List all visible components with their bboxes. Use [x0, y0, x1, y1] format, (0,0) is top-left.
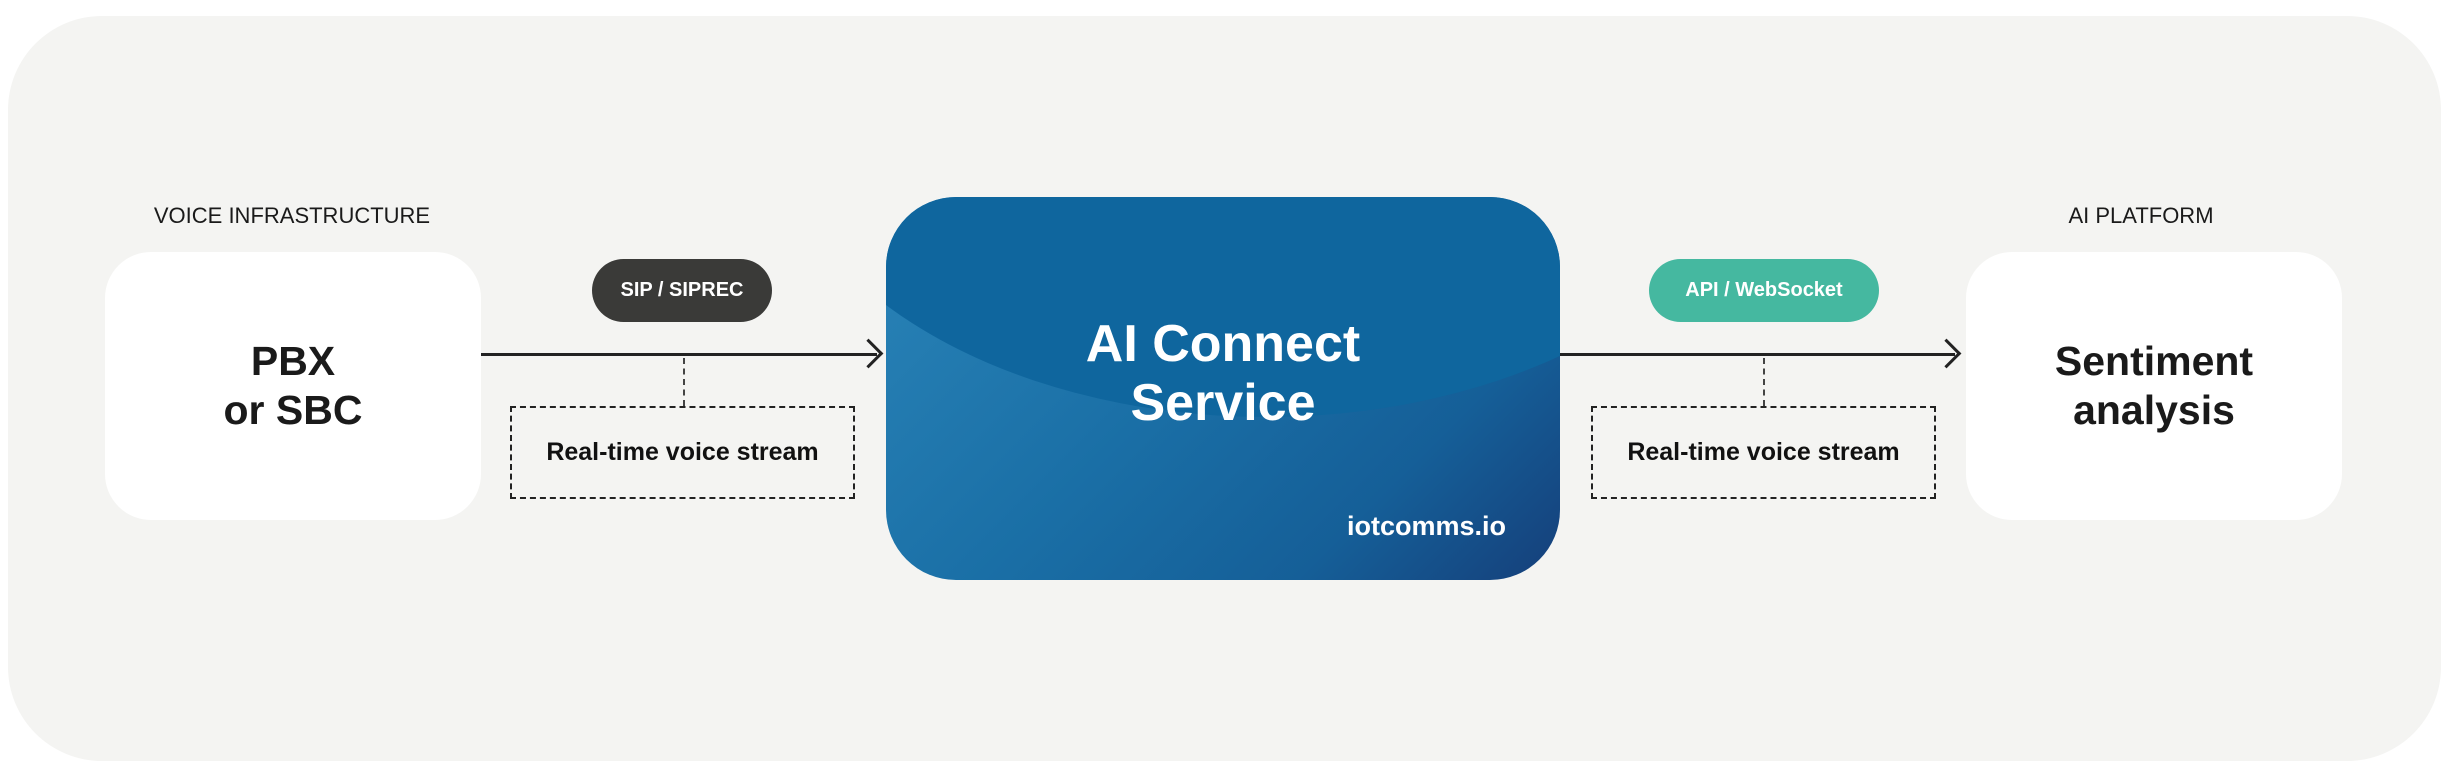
- center-title-line-1: AI Connect: [1085, 315, 1361, 373]
- center-title-line-2: Service: [1130, 373, 1316, 432]
- node-line-2: or SBC: [223, 387, 363, 433]
- node-line-1: Sentiment: [2054, 337, 2254, 384]
- voice-stream-label-left: Real-time voice stream: [510, 406, 855, 499]
- dashed-connector: [683, 358, 685, 406]
- node-line-1: PBX: [250, 337, 336, 384]
- sip-arrow: [481, 338, 884, 369]
- voice-infrastructure-caption: VOICE INFRASTRUCTURE: [153, 203, 431, 228]
- api-arrow: [1560, 338, 1962, 369]
- brand-label: iotcomms.io: [1346, 511, 1506, 541]
- dashed-connector: [1763, 358, 1765, 406]
- voice-stream-label-right: Real-time voice stream: [1591, 406, 1936, 499]
- node-line-2: analysis: [2073, 387, 2235, 433]
- api-websocket-pill: API / WebSocket: [1649, 259, 1879, 322]
- sip-siprec-pill: SIP / SIPREC: [592, 259, 772, 322]
- ai-platform-caption: AI PLATFORM: [2068, 203, 2214, 228]
